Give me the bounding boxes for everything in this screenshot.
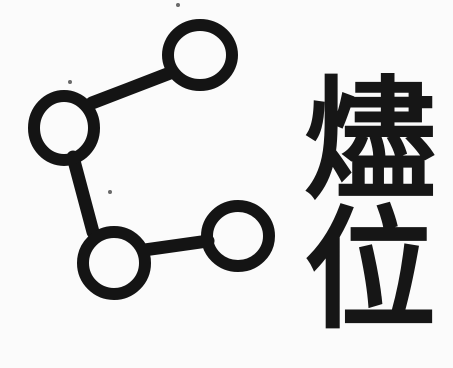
caption-character-bottom: 位: [304, 193, 436, 348]
speck: [176, 3, 180, 7]
bond-diagram: [28, 3, 275, 300]
bond-left-to-top: [85, 66, 177, 110]
node-top: [162, 19, 238, 91]
node-left: [28, 90, 100, 166]
speck: [68, 80, 72, 84]
node-right: [201, 200, 275, 272]
caption-character-top: 燼: [304, 63, 436, 218]
bond-bottom-to-right: [137, 234, 215, 257]
node-bottom: [77, 226, 151, 300]
bond-left-to-bottom: [66, 150, 100, 239]
speck: [108, 190, 112, 194]
